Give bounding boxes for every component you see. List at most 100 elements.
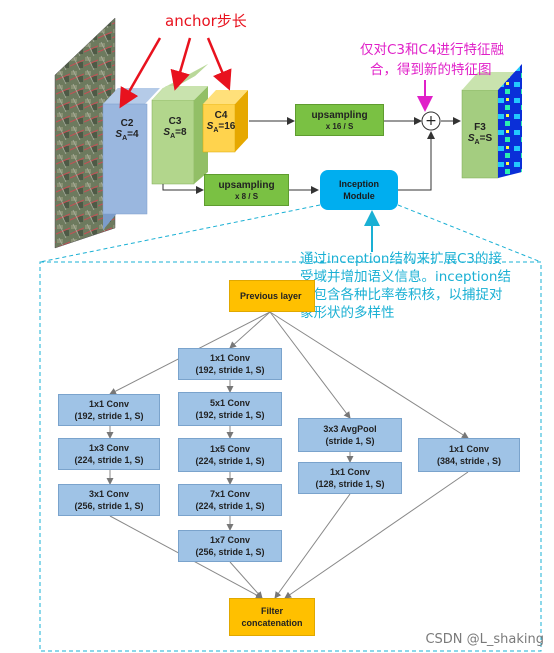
- c3-cap: [152, 86, 208, 100]
- fusion-annotation-line-1: 仅对C3和C4进行特征融: [360, 42, 505, 58]
- c2-face: [102, 103, 148, 215]
- branch2-conv-5-sub: (256, stride 1, S): [195, 547, 265, 557]
- c3-stride-sub: A: [170, 133, 176, 140]
- f3-label: F3 SA=S: [465, 122, 495, 146]
- f3-face: [461, 89, 499, 179]
- branch3-avgpool: 3x3 AvgPool (stride 1, S): [298, 418, 402, 452]
- branch1-conv-1: 1x1 Conv (192, stride 1, S): [58, 394, 160, 426]
- f3-name: F3: [474, 122, 486, 133]
- branch1-conv-1-sub: (192, stride 1, S): [74, 411, 144, 421]
- upsampling-top-sub: x 16 / S: [325, 121, 354, 131]
- c3-face: [151, 99, 195, 185]
- branch2-conv-4-title: 7x1 Conv: [209, 489, 251, 499]
- c4-stride-value: =16: [218, 121, 236, 132]
- branch1-conv-3: 3x1 Conv (256, stride 1, S): [58, 484, 160, 516]
- branch2-conv-3-title: 1x5 Conv: [209, 444, 251, 454]
- c4-face: [202, 103, 236, 153]
- c2-label: C2 SA=4: [112, 118, 142, 142]
- f3-heatmap: [498, 64, 522, 178]
- f3-stride: SA=S: [465, 133, 495, 146]
- input-aerial-image: [54, 17, 116, 249]
- branch2-conv-2: 5x1 Conv (192, stride 1, S): [178, 392, 282, 426]
- c2-stride-sub: A: [122, 135, 128, 142]
- branch2-conv-1-sub: (192, stride 1, S): [195, 365, 265, 375]
- branch3-conv: 1x1 Conv (128, stride 1, S): [298, 462, 402, 494]
- c3-stride: SA=8: [160, 127, 190, 140]
- branch4-conv-title: 1x1 Conv: [448, 444, 490, 454]
- plus-symbol: +: [425, 113, 437, 129]
- c4-stride-symbol: S: [206, 121, 214, 132]
- branch2-conv-2-title: 5x1 Conv: [209, 398, 251, 408]
- branch2-conv-3: 1x5 Conv (224, stride 1, S): [178, 438, 282, 472]
- plus-circle: [421, 111, 441, 131]
- c2-stride-value: =4: [127, 129, 139, 140]
- upsampling-bottom-block: upsampling x 8 / S: [204, 174, 289, 206]
- anchor-arrow-c3: [170, 37, 192, 91]
- branch3-conv-title: 1x1 Conv: [329, 467, 371, 477]
- filter-concatenation-line-1: Filter: [260, 606, 283, 616]
- inception-module-line-2: Module: [343, 191, 375, 201]
- fusion-annotation: 仅对C3和C4进行特征融 合，得到新的特征图: [360, 40, 550, 80]
- inception-annotation-line-3: 构包含各种比率卷积核，以捕捉对: [300, 287, 503, 303]
- branch1-conv-2-title: 1x3 Conv: [88, 443, 130, 453]
- branch2-conv-5: 1x7 Conv (256, stride 1, S): [178, 530, 282, 562]
- branch2-conv-2-sub: (192, stride 1, S): [195, 410, 265, 420]
- f3-stride-symbol: S: [467, 133, 475, 144]
- inception-annotation-line-2: 受域并增加语义信息。inception结: [300, 269, 511, 285]
- inception-annotation-line-1: 通过inception结构来扩展C3的接: [300, 251, 502, 267]
- zoom-line-left: [39, 204, 321, 263]
- branch1-conv-3-sub: (256, stride 1, S): [74, 501, 144, 511]
- c3-to-upsample-arrow: [162, 184, 204, 194]
- branch2-conv-3-sub: (224, stride 1, S): [195, 456, 265, 466]
- previous-layer-label: Previous layer: [240, 291, 302, 301]
- branch4-conv-sub: (384, stride , S): [436, 456, 502, 466]
- branch2-conv-1: 1x1 Conv (192, stride 1, S): [178, 348, 282, 380]
- c2-stride-symbol: S: [115, 129, 123, 140]
- anchor-arrow-c4: [206, 37, 232, 91]
- f3-stride-sub: A: [474, 139, 480, 146]
- branch1-conv-3-title: 3x1 Conv: [88, 489, 130, 499]
- inception-module-line-1: Inception: [339, 179, 379, 189]
- filter-concatenation-block: Filter concatenation: [229, 598, 315, 636]
- inception-to-plus-arrow: [398, 131, 435, 191]
- branch1-conv-1-title: 1x1 Conv: [88, 399, 130, 409]
- c4-label: C4 SA=16: [206, 110, 236, 134]
- inception-detail-frame: [39, 261, 542, 652]
- c3-label: C3 SA=8: [160, 116, 190, 140]
- branch2-conv-1-title: 1x1 Conv: [209, 353, 251, 363]
- branch4-conv: 1x1 Conv (384, stride , S): [418, 438, 520, 472]
- branch2-conv-4-sub: (224, stride 1, S): [195, 501, 265, 511]
- f3-cap: [462, 72, 522, 90]
- upsampling-top-block: upsampling x 16 / S: [295, 104, 384, 136]
- zoom-line-right: [397, 204, 542, 263]
- inception-annotation: 通过inception结构来扩展C3的接 受域并增加语义信息。inception…: [300, 250, 550, 322]
- branch2-conv-5-title: 1x7 Conv: [209, 535, 251, 545]
- c4-name: C4: [214, 110, 228, 121]
- c3-stride-symbol: S: [163, 127, 171, 138]
- anchor-arrow-c2: [119, 37, 162, 109]
- c2-name: C2: [120, 118, 134, 129]
- c3-name: C3: [168, 116, 182, 127]
- filter-concatenation-line-2: concatenation: [241, 618, 303, 628]
- branch3-avgpool-title: 3x3 AvgPool: [323, 424, 377, 434]
- c3-stride-value: =8: [175, 127, 187, 138]
- c4-cap: [203, 90, 248, 104]
- inception-module-block: Inception Module: [320, 170, 398, 210]
- c4-stride-sub: A: [213, 127, 219, 134]
- upsampling-top-title: upsampling: [311, 109, 368, 121]
- fusion-annotation-line-2: 合，得到新的特征图: [370, 62, 492, 78]
- branch3-avgpool-sub: (stride 1, S): [325, 436, 375, 446]
- f3-stride-value: =S: [479, 133, 493, 144]
- csdn-watermark: CSDN @L_shaking: [425, 632, 544, 647]
- branch1-conv-2-sub: (224, stride 1, S): [74, 455, 144, 465]
- c4-stride: SA=16: [206, 121, 236, 134]
- c4-right: [235, 90, 248, 152]
- upsampling-bottom-title: upsampling: [218, 179, 275, 191]
- branch3-conv-sub: (128, stride 1, S): [315, 479, 385, 489]
- branch2-conv-4: 7x1 Conv (224, stride 1, S): [178, 484, 282, 516]
- previous-layer-block: Previous layer: [229, 280, 315, 312]
- inception-connectors: [106, 311, 469, 599]
- branch1-conv-2: 1x3 Conv (224, stride 1, S): [58, 438, 160, 470]
- upsampling-bottom-sub: x 8 / S: [234, 191, 259, 201]
